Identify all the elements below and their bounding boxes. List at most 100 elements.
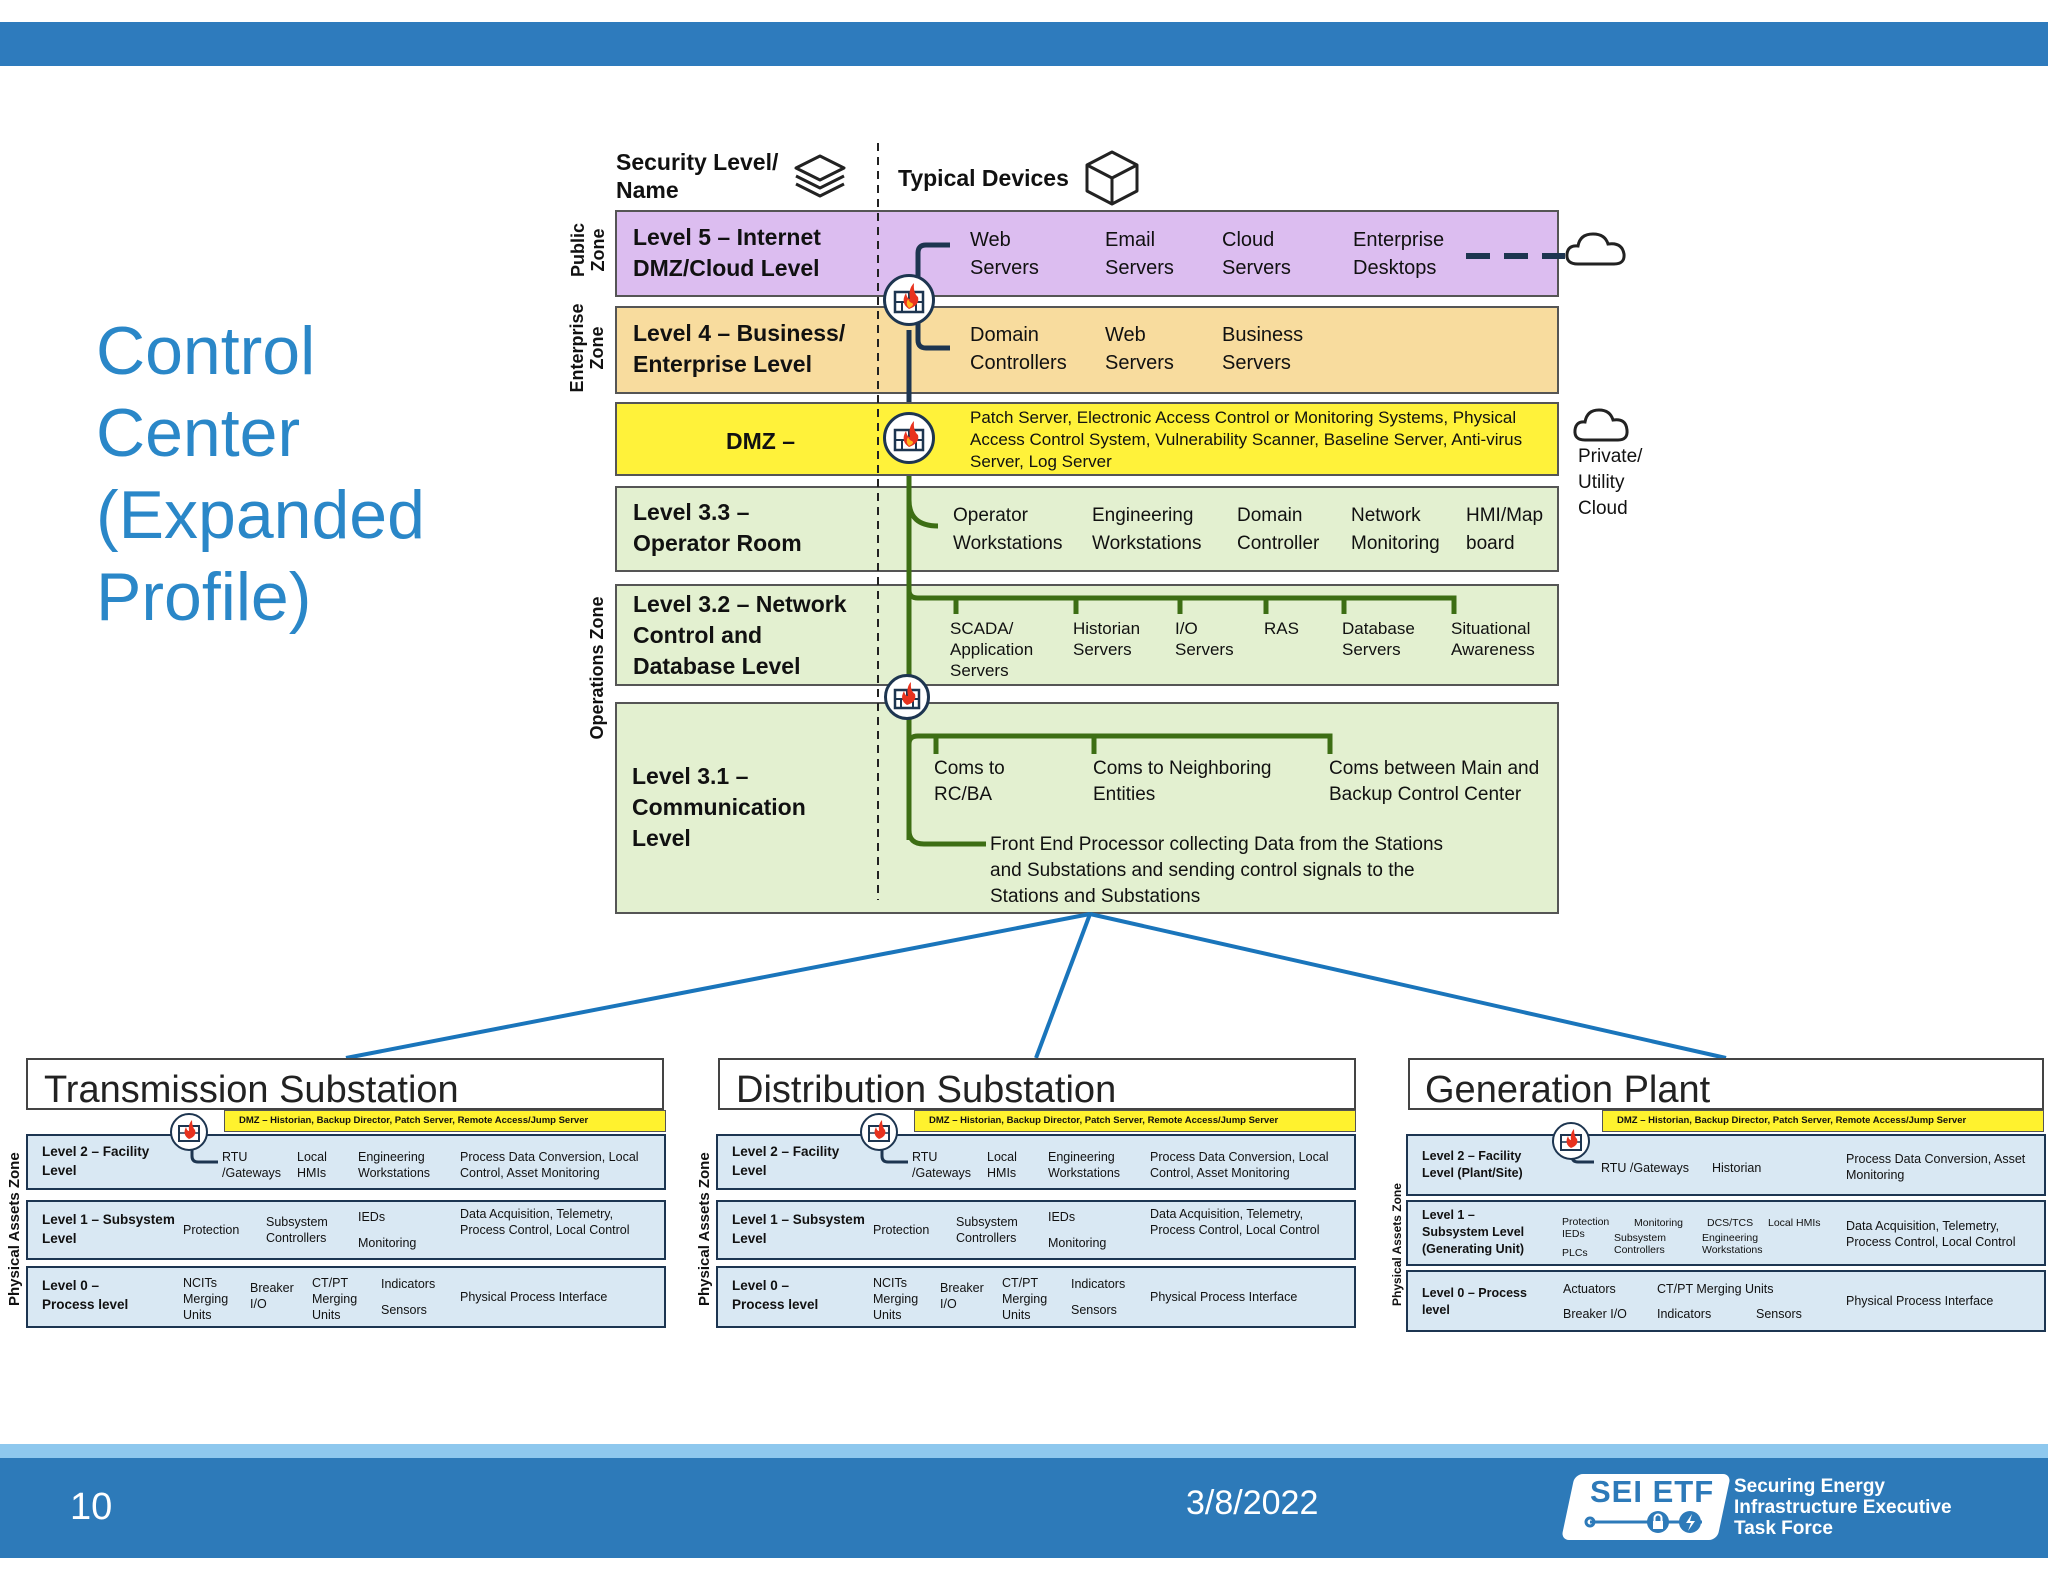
generation-title: Generation Plant xyxy=(1425,1069,1711,1111)
transmission-zone-label: Physical Assets Zone xyxy=(6,1152,23,1306)
local-hmis: Local HMIs xyxy=(1768,1217,1821,1229)
breaker-io: Breaker I/O xyxy=(1563,1307,1627,1321)
device-scada-servers: SCADA/ Application Servers xyxy=(950,619,1034,680)
distribution-level-1 xyxy=(716,1200,1356,1260)
distribution-l0-name: Level 0 – Process level xyxy=(732,1278,819,1312)
level-3-2-name: Level 3.2 – Network Control and Database… xyxy=(633,591,847,679)
level-5-band xyxy=(615,210,1559,297)
distribution-dmz: DMZ – Historian, Backup Director, Patch … xyxy=(914,1110,1356,1132)
indicators: Indicators xyxy=(381,1277,436,1291)
coms-main-backup: Coms between Main and Backup Control Cen… xyxy=(1329,758,1540,805)
coms-neighboring-entities: Coms to Neighboring Entities xyxy=(1093,758,1272,805)
device-network-monitoring: Network Monitoring xyxy=(1351,505,1440,554)
device-io-servers: I/O Servers xyxy=(1175,619,1234,659)
indicators: Indicators xyxy=(1657,1307,1712,1321)
engineering-workstations: Engineering Workstations xyxy=(1048,1150,1121,1180)
level-3-3-band xyxy=(615,486,1559,572)
transmission-level-1 xyxy=(26,1200,666,1260)
generation-l0-name: Level 0 – Process level xyxy=(1422,1286,1527,1317)
data-acquisition: Data Acquisition, Telemetry, Process Con… xyxy=(460,1207,630,1237)
data-acquisition: Data Acquisition, Telemetry, Process Con… xyxy=(1150,1207,1320,1237)
generation-l1-name: Level 1 – Subsystem Level (Generating Un… xyxy=(1422,1208,1525,1256)
local-hmis: Local HMIs xyxy=(297,1150,327,1180)
ncits-merging-units: NCITs Merging Units xyxy=(873,1276,919,1322)
level-5-name: Level 5 – Internet DMZ/Cloud Level xyxy=(633,224,821,281)
distribution-title-box xyxy=(718,1058,1356,1110)
coms-rc-ba: Coms to RC/BA xyxy=(934,758,1005,805)
generation-title-box xyxy=(1408,1058,2044,1110)
footer-date: 3/8/2022 xyxy=(1186,1484,1319,1522)
distribution-l2-name: Level 2 – Facility Level xyxy=(732,1144,840,1178)
process-data-conversion: Process Data Conversion, Local Control, … xyxy=(460,1150,639,1180)
generation-dmz: DMZ – Historian, Backup Director, Patch … xyxy=(1602,1110,2044,1132)
firewall-icon xyxy=(884,674,930,720)
front-end-processor: Front End Processor collecting Data from… xyxy=(990,834,1444,907)
transmission-dmz: DMZ – Historian, Backup Director, Patch … xyxy=(224,1110,666,1132)
rtu-gateways: RTU /Gateways xyxy=(1601,1161,1689,1175)
transmission-l0-name: Level 0 – Process level xyxy=(42,1278,129,1312)
physical-process-interface: Physical Process Interface xyxy=(1150,1290,1298,1304)
ct-pt-merging-units: CT/PT Merging Units xyxy=(1002,1276,1048,1322)
sei-etf-tagline: Securing Energy Infrastructure Executive… xyxy=(1734,1476,1952,1539)
device-ras: RAS xyxy=(1264,619,1299,638)
transmission-level-2 xyxy=(26,1134,666,1190)
connector xyxy=(190,1138,218,1164)
firewall-icon xyxy=(883,412,935,464)
device-engineering-workstations: Engineering Workstations xyxy=(1092,505,1202,554)
distribution-l1-name: Level 1 – Subsystem Level xyxy=(732,1212,865,1246)
firewall-icon xyxy=(883,274,935,326)
distribution-level-0 xyxy=(716,1266,1356,1328)
page-number: 10 xyxy=(70,1486,113,1528)
data-acquisition: Data Acquisition, Telemetry, Process Con… xyxy=(1846,1219,2016,1249)
protection: Protection xyxy=(873,1223,930,1237)
indicators: Indicators xyxy=(1071,1277,1126,1291)
subsystem-controllers: Subsystem Controllers xyxy=(266,1215,328,1245)
generation-l2-name: Level 2 – Facility Level (Plant/Site) xyxy=(1422,1149,1523,1180)
top-banner xyxy=(0,22,2048,66)
engineering-workstations: Engineering Workstations xyxy=(1702,1232,1763,1256)
device-cloud-servers: Cloud Servers xyxy=(1222,229,1291,279)
level-3-2-band xyxy=(615,584,1559,686)
distribution-zone-label: Physical Assets Zone xyxy=(696,1152,713,1306)
process-data-conversion: Process Data Conversion, Local Control, … xyxy=(1150,1150,1329,1180)
ieds: IEDs xyxy=(358,1210,386,1224)
dmz-band xyxy=(615,402,1559,476)
layers-icon xyxy=(794,154,846,198)
transmission-level-0 xyxy=(26,1266,666,1328)
private-utility-cloud-label: Private/ Utility Cloud xyxy=(1578,446,1643,519)
physical-process-interface: Physical Process Interface xyxy=(1846,1294,1994,1308)
monitoring: Monitoring xyxy=(358,1236,417,1250)
breaker-io: Breaker I/O xyxy=(940,1281,984,1311)
sensors: Sensors xyxy=(381,1303,427,1317)
ct-pt-merging-units: CT/PT Merging Units xyxy=(312,1276,358,1322)
ieds: IEDs xyxy=(1048,1210,1076,1224)
device-web-servers-enterprise: Web Servers xyxy=(1105,324,1174,374)
plcs: PLCs xyxy=(1562,1247,1588,1259)
transmission-title-box xyxy=(26,1058,664,1110)
rtu-gateways: RTU /Gateways xyxy=(222,1150,282,1180)
historian: Historian xyxy=(1712,1161,1762,1175)
device-business-servers: Business Servers xyxy=(1222,324,1304,374)
sensors: Sensors xyxy=(1756,1307,1802,1321)
level-3-3-name: Level 3.3 – Operator Room xyxy=(633,499,802,556)
breaker-io: Breaker I/O xyxy=(250,1281,294,1311)
device-situational-awareness: Situational Awareness xyxy=(1451,619,1535,659)
generation-level-1 xyxy=(1406,1200,2046,1266)
generation-level-2 xyxy=(1406,1134,2046,1196)
cube-icon xyxy=(1085,150,1139,206)
firewall-icon xyxy=(860,1113,898,1151)
monitoring: Monitoring xyxy=(1634,1217,1684,1229)
device-historian-servers: Historian Servers xyxy=(1073,619,1141,659)
process-data-conversion: Process Data Conversion, Asset Monitorin… xyxy=(1846,1152,2026,1182)
subsystem-controllers: Subsystem Controllers xyxy=(1614,1232,1666,1256)
rtu-gateways: RTU /Gateways xyxy=(912,1150,972,1180)
level-4-band xyxy=(615,306,1559,394)
generation-level-0 xyxy=(1406,1270,2046,1332)
ct-pt-merging-units: CT/PT Merging Units xyxy=(1657,1282,1774,1296)
firewall-icon xyxy=(170,1113,208,1151)
subsystem-controllers: Subsystem Controllers xyxy=(956,1215,1018,1245)
internet-cloud-icon xyxy=(1565,232,1626,266)
distribution-title: Distribution Substation xyxy=(736,1069,1117,1111)
device-enterprise-desktops: Enterprise Desktops xyxy=(1353,229,1445,279)
